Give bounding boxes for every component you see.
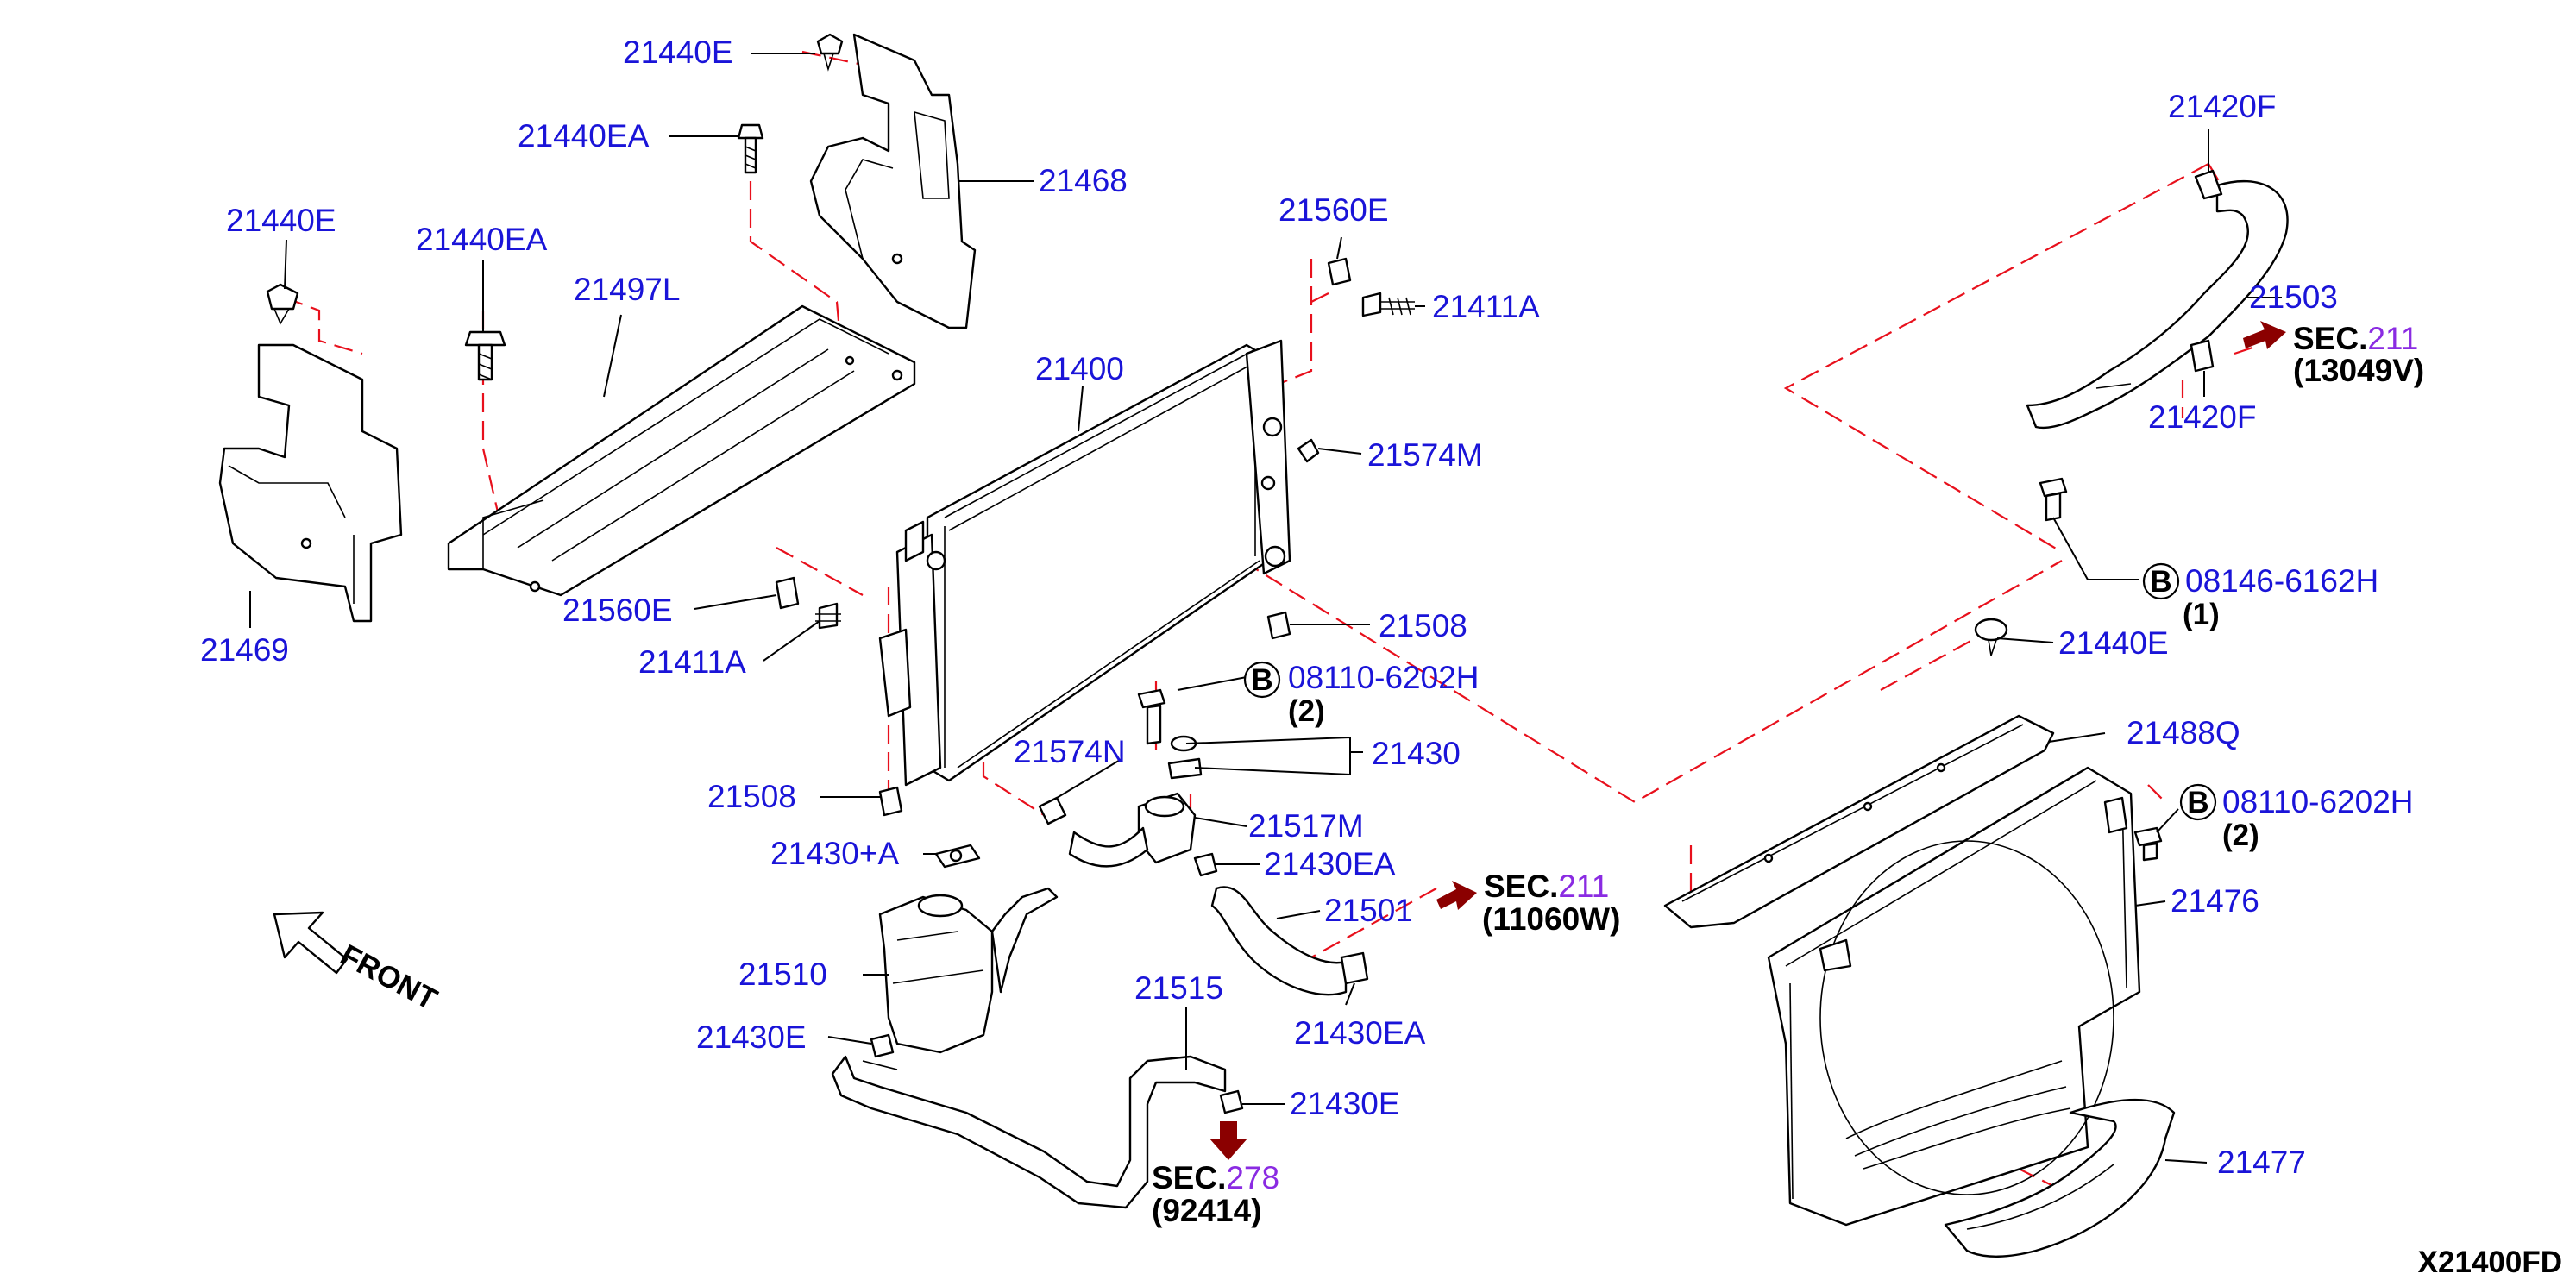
bolt-21440EA-top-shape [737, 123, 764, 174]
qty-08110-right: (2) [2222, 819, 2259, 852]
hose-21515-shape [831, 1055, 1227, 1209]
clip-21574N-shape [1038, 796, 1067, 825]
label-21476[interactable]: 21476 [2171, 883, 2259, 919]
front-arrow-icon [273, 911, 349, 975]
plug-21508-right-shape [1266, 611, 1291, 640]
label-21508-left[interactable]: 21508 [707, 779, 796, 814]
shroud-21469-shape [218, 343, 403, 623]
b-circle-markers: B B B [1243, 562, 2217, 821]
bolt-08110-right-shape [2133, 826, 2163, 862]
label-21430E-tank[interactable]: 21430E [696, 1020, 807, 1055]
label-08110-6202H-right[interactable]: 08110-6202H [2222, 784, 2414, 819]
cap-21430A-shape [934, 844, 981, 869]
label-21420F-top[interactable]: 21420F [2168, 89, 2277, 124]
label-21503[interactable]: 21503 [2249, 279, 2338, 315]
washer-21430-shape [1167, 735, 1203, 780]
part-shapes [218, 33, 2289, 1258]
clip-21440E-top-shape [816, 33, 844, 72]
label-21420F-bottom[interactable]: 21420F [2148, 399, 2257, 435]
seal-21497L-shape [447, 304, 916, 597]
label-21574M[interactable]: 21574M [1367, 437, 1483, 473]
label-21411A-right[interactable]: 21411A [1432, 289, 1540, 324]
label-21497L[interactable]: 21497L [574, 272, 680, 307]
label-21517M[interactable]: 21517M [1248, 808, 1364, 844]
shroud-21477-shape [1944, 1098, 2176, 1258]
grommet-bolt-right-shape [1327, 257, 1415, 317]
bolt-08146-shape [2039, 477, 2068, 522]
label-08146-6162H[interactable]: 08146-6162H [2185, 563, 2378, 599]
label-21430E-lower[interactable]: 21430E [1290, 1086, 1400, 1121]
b-circle-08110-right: B [2179, 783, 2217, 821]
clip-21440E-left-shape [266, 283, 299, 325]
label-21515[interactable]: 21515 [1134, 970, 1223, 1006]
label-21400[interactable]: 21400 [1035, 351, 1124, 386]
qty-08110-center: (2) [1288, 694, 1325, 728]
label-21468[interactable]: 21468 [1039, 163, 1128, 198]
label-21411A-left[interactable]: 21411A [638, 644, 746, 680]
label-21477[interactable]: 21477 [2217, 1145, 2306, 1180]
bolt-21440EA-left-shape [464, 330, 506, 381]
hose-21501-shape [1210, 886, 1369, 996]
upper-hose-shape [1068, 826, 1149, 868]
section-references: SEC.211 (13049V) SEC.211 (11060W) SEC.27… [1152, 321, 2424, 1228]
shroud-21488Q-shape [1663, 714, 2055, 929]
svg-text:(11060W): (11060W) [1482, 901, 1620, 937]
bolt-08110-center-shape [1137, 688, 1166, 745]
b-circle-08110-center: B [1243, 661, 1281, 699]
label-21440E-top[interactable]: 21440E [623, 35, 733, 70]
label-21469[interactable]: 21469 [200, 632, 289, 668]
filler-21517M-shape [1137, 792, 1197, 864]
clamp-21420F-shapes [2190, 169, 2223, 373]
label-21510[interactable]: 21510 [738, 957, 827, 992]
reservoir-21510-shape [878, 887, 1059, 1054]
sec-278-92414[interactable]: SEC.278 (92414) [1152, 1160, 1279, 1228]
label-21488Q[interactable]: 21488Q [2127, 715, 2240, 750]
label-21440EA-top[interactable]: 21440EA [518, 118, 650, 154]
label-21501[interactable]: 21501 [1324, 893, 1413, 928]
svg-text:SEC.211: SEC.211 [1484, 869, 1609, 904]
part-labels: 21440E 21440EA 21468 21440E 21440EA 2149… [200, 35, 2414, 1180]
clamp-21430E-tank-shape [870, 1033, 895, 1058]
sec-211-11060W[interactable]: SEC.211 (11060W) [1482, 869, 1620, 937]
sec-211-13049V[interactable]: SEC.211 (13049V) [2293, 321, 2424, 388]
label-21430EA-lower[interactable]: 21430EA [1294, 1015, 1426, 1051]
svg-text:(13049V): (13049V) [2293, 353, 2424, 388]
svg-text:B: B [2150, 565, 2171, 599]
svg-text:SEC.278: SEC.278 [1152, 1160, 1279, 1195]
shroud-21468-shape [809, 33, 977, 329]
sec-arrows [1209, 321, 2286, 1160]
label-21508-right[interactable]: 21508 [1379, 608, 1467, 643]
svg-text:B: B [2187, 786, 2208, 819]
svg-text:(92414): (92414) [1152, 1193, 1262, 1228]
label-21430[interactable]: 21430 [1372, 736, 1461, 771]
svg-text:SEC.211: SEC.211 [2293, 321, 2418, 356]
clamp-21430EA-upper-shape [1193, 852, 1218, 877]
hose-21503-shape [2026, 179, 2289, 430]
label-21560E-right[interactable]: 21560E [1279, 192, 1389, 228]
svg-text:B: B [1251, 663, 1272, 697]
grommet-bolt-left-shape [775, 576, 841, 630]
label-21440E-right[interactable]: 21440E [2058, 625, 2169, 661]
plug-21508-left-shape [878, 786, 903, 817]
radiator-21400-shape [878, 339, 1291, 787]
diagram-id: X21400FD [2418, 1245, 2562, 1279]
b-circle-08146: B [2142, 562, 2180, 600]
clip-21574M-shape [1297, 438, 1320, 463]
clip-21440E-right-shape [1974, 618, 2008, 656]
label-21574N[interactable]: 21574N [1014, 734, 1126, 769]
label-08110-6202H-center[interactable]: 08110-6202H [1288, 660, 1480, 695]
label-21440EA-left[interactable]: 21440EA [416, 222, 548, 257]
front-label: FRONT [335, 938, 443, 1017]
label-21560E-left[interactable]: 21560E [562, 593, 673, 628]
label-21430A[interactable]: 21430+A [770, 836, 899, 871]
clamp-21430E-lower-shape [1219, 1089, 1244, 1114]
leader-lines [249, 53, 2282, 1164]
shroud-21476-shape [1767, 766, 2141, 1227]
label-21440E-left[interactable]: 21440E [226, 203, 336, 238]
qty-08146: (1) [2183, 598, 2220, 631]
label-21430EA-upper[interactable]: 21430EA [1264, 846, 1396, 882]
